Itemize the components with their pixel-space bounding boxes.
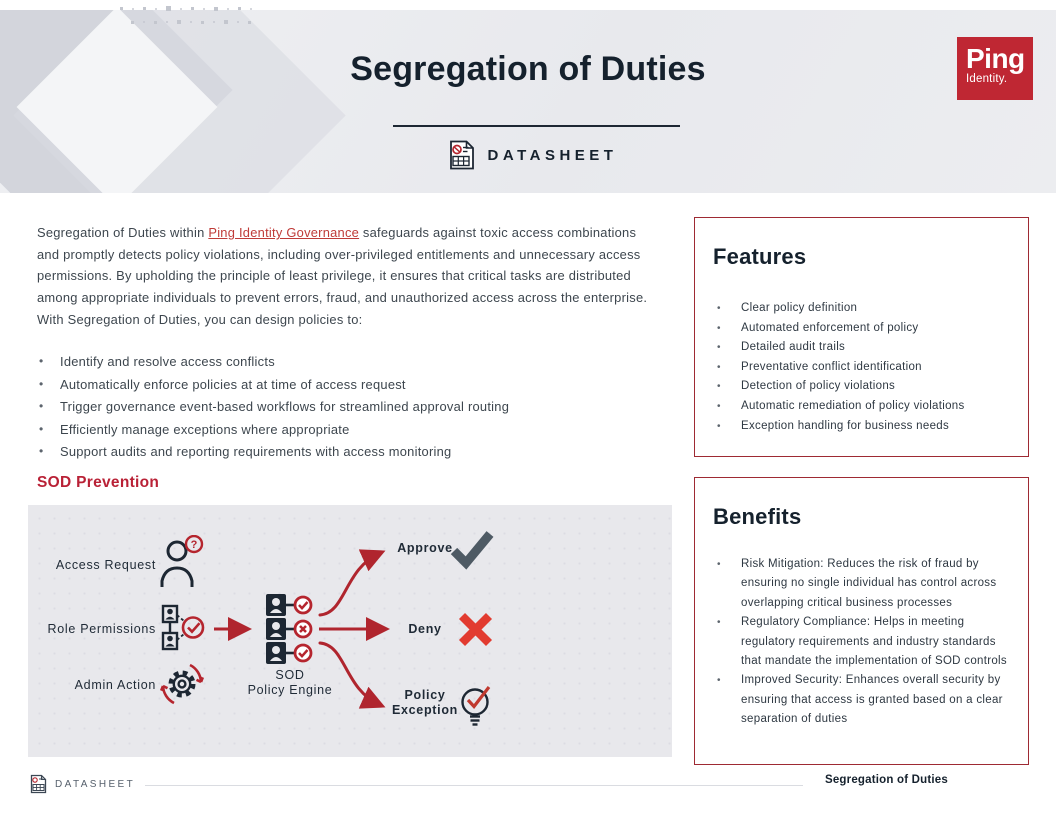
svg-text:?: ? [191,539,198,551]
role-hierarchy-check-icon [161,604,205,651]
list-item: Risk Mitigation: Reduces the risk of fra… [695,555,1028,613]
diagram-outcome-label: Policy Exception [391,688,459,717]
footer-doc-type: DATASHEET [30,774,135,794]
dot-pattern [120,6,252,11]
engine-label-line1: SOD [275,668,305,682]
title-underline [393,125,680,127]
list-item: Identify and resolve access conflicts [37,354,657,370]
list-item: Exception handling for business needs [695,417,1028,437]
diagram-input-label: Admin Action [74,678,156,692]
list-item: Improved Security: Enhances overall secu… [695,671,1028,729]
intro-text-before: Segregation of Duties within [37,225,209,240]
list-item: Trigger governance event-based workflows… [37,399,657,415]
policy-capabilities-list: Identify and resolve access conflicts Au… [37,354,657,467]
list-item: Clear policy definition [695,299,1028,319]
sod-prevention-heading: SOD Prevention [37,474,160,491]
list-item: Regulatory Compliance: Helps in meeting … [695,613,1028,671]
diagram-input-label: Role Permissions [47,622,156,636]
dot-pattern [131,20,251,24]
benefits-title: Benefits [713,504,802,529]
datasheet-icon [449,140,474,170]
diagram-outcome-label: Approve [397,541,453,555]
ping-logo: Ping Identity. [957,37,1033,100]
diagram-input-label: Access Request [55,558,156,572]
x-icon [458,612,493,647]
engine-label: SOD Policy Engine [240,668,340,697]
doc-type-label: DATASHEET [487,146,618,164]
diagram-outcome-label: Deny [408,622,442,636]
gear-sync-icon [159,663,205,705]
lightbulb-check-icon [461,686,491,726]
doc-type-row: DATASHEET [0,140,1056,170]
checkmark-icon [450,531,494,570]
engine-label-line2: Policy Engine [247,682,333,697]
list-item: Efficiently manage exceptions where appr… [37,422,657,438]
intro-text-after: safeguards against toxic access combinat… [37,225,648,327]
list-item: Automatically enforce policies at at tim… [37,377,657,393]
datasheet-icon-small [30,774,47,794]
benefits-list: Risk Mitigation: Reduces the risk of fra… [695,555,1028,730]
ping-logo-sub: Identity. [966,73,1008,85]
ping-logo-brand: Ping [966,43,1025,74]
intro-paragraph: Segregation of Duties within Ping Identi… [37,222,661,331]
list-item: Detection of policy violations [695,377,1028,397]
list-item: Preventative conflict identification [695,358,1028,378]
list-item: Support audits and reporting requirement… [37,444,657,460]
features-box: Features Clear policy definition Automat… [694,217,1029,457]
features-title: Features [713,244,807,269]
ping-governance-link[interactable]: Ping Identity Governance [208,225,360,240]
footer-divider [145,785,803,786]
footer-doc-type-label: DATASHEET [55,778,136,790]
benefits-box: Benefits Risk Mitigation: Reduces the ri… [694,477,1029,765]
person-question-icon: ? [160,535,204,587]
page-title: Segregation of Duties [350,50,706,88]
sod-policy-engine-icon [266,594,313,664]
list-item: Detailed audit trails [695,338,1028,358]
sod-prevention-diagram: Access Request Role Permissions Admin Ac… [28,505,672,757]
header-banner [0,10,1056,193]
features-list: Clear policy definition Automated enforc… [695,299,1028,436]
list-item: Automatic remediation of policy violatio… [695,397,1028,417]
footer-page-title: Segregation of Duties [824,774,948,786]
list-item: Automated enforcement of policy [695,319,1028,339]
